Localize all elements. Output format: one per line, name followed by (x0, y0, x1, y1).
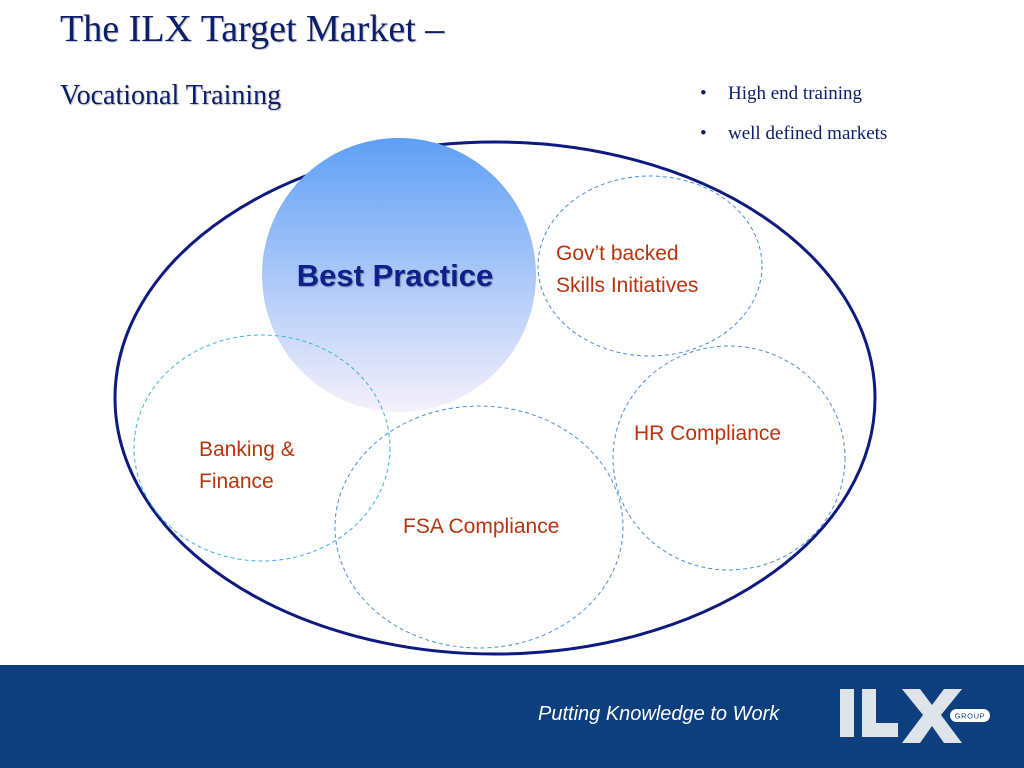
footer-bar: Putting Knowledge to Work GROUP (0, 665, 1024, 768)
footer-tagline: Putting Knowledge to Work (538, 703, 780, 725)
outer-market-ellipse (113, 140, 877, 656)
banking-finance-label-line: Finance (199, 469, 274, 493)
banking-finance-circle (133, 334, 391, 562)
govt-skills-circle (537, 175, 763, 357)
banking-finance-label-line: Banking & (199, 438, 295, 461)
best-practice-circle (262, 138, 536, 412)
market-diagram (113, 138, 877, 656)
ilx-logo: GROUP (840, 689, 990, 743)
bullet-item: • well defined markets (700, 120, 887, 160)
bullet-marker: • (700, 123, 707, 144)
fsa-compliance-label: FSA Compliance (403, 515, 560, 538)
bullet-text: High end training (728, 83, 863, 104)
best-practice-label: Best Practice (296, 258, 494, 293)
bullet-text: well defined markets (728, 123, 888, 144)
govt-skills-label-line: Gov’t backed (556, 242, 679, 265)
bullet-item: • High end training (700, 80, 887, 120)
bullet-marker: • (700, 83, 707, 104)
govt-skills-label-line: Skills Initiatives (556, 273, 699, 297)
hr-compliance-label: HR Compliance (634, 422, 782, 445)
slide-subtitle: Vocational Training (60, 80, 282, 111)
hr-compliance-circle (612, 345, 846, 571)
bullet-list: • High end training • well defined marke… (700, 80, 887, 160)
logo-badge-text: GROUP (955, 712, 986, 721)
slide-title: The ILX Target Market – (60, 8, 445, 50)
govt-skills-label: Gov’t backed Skills Initiatives (556, 238, 698, 301)
fsa-compliance-circle (334, 405, 624, 649)
banking-finance-label: Banking & Finance (199, 434, 295, 497)
